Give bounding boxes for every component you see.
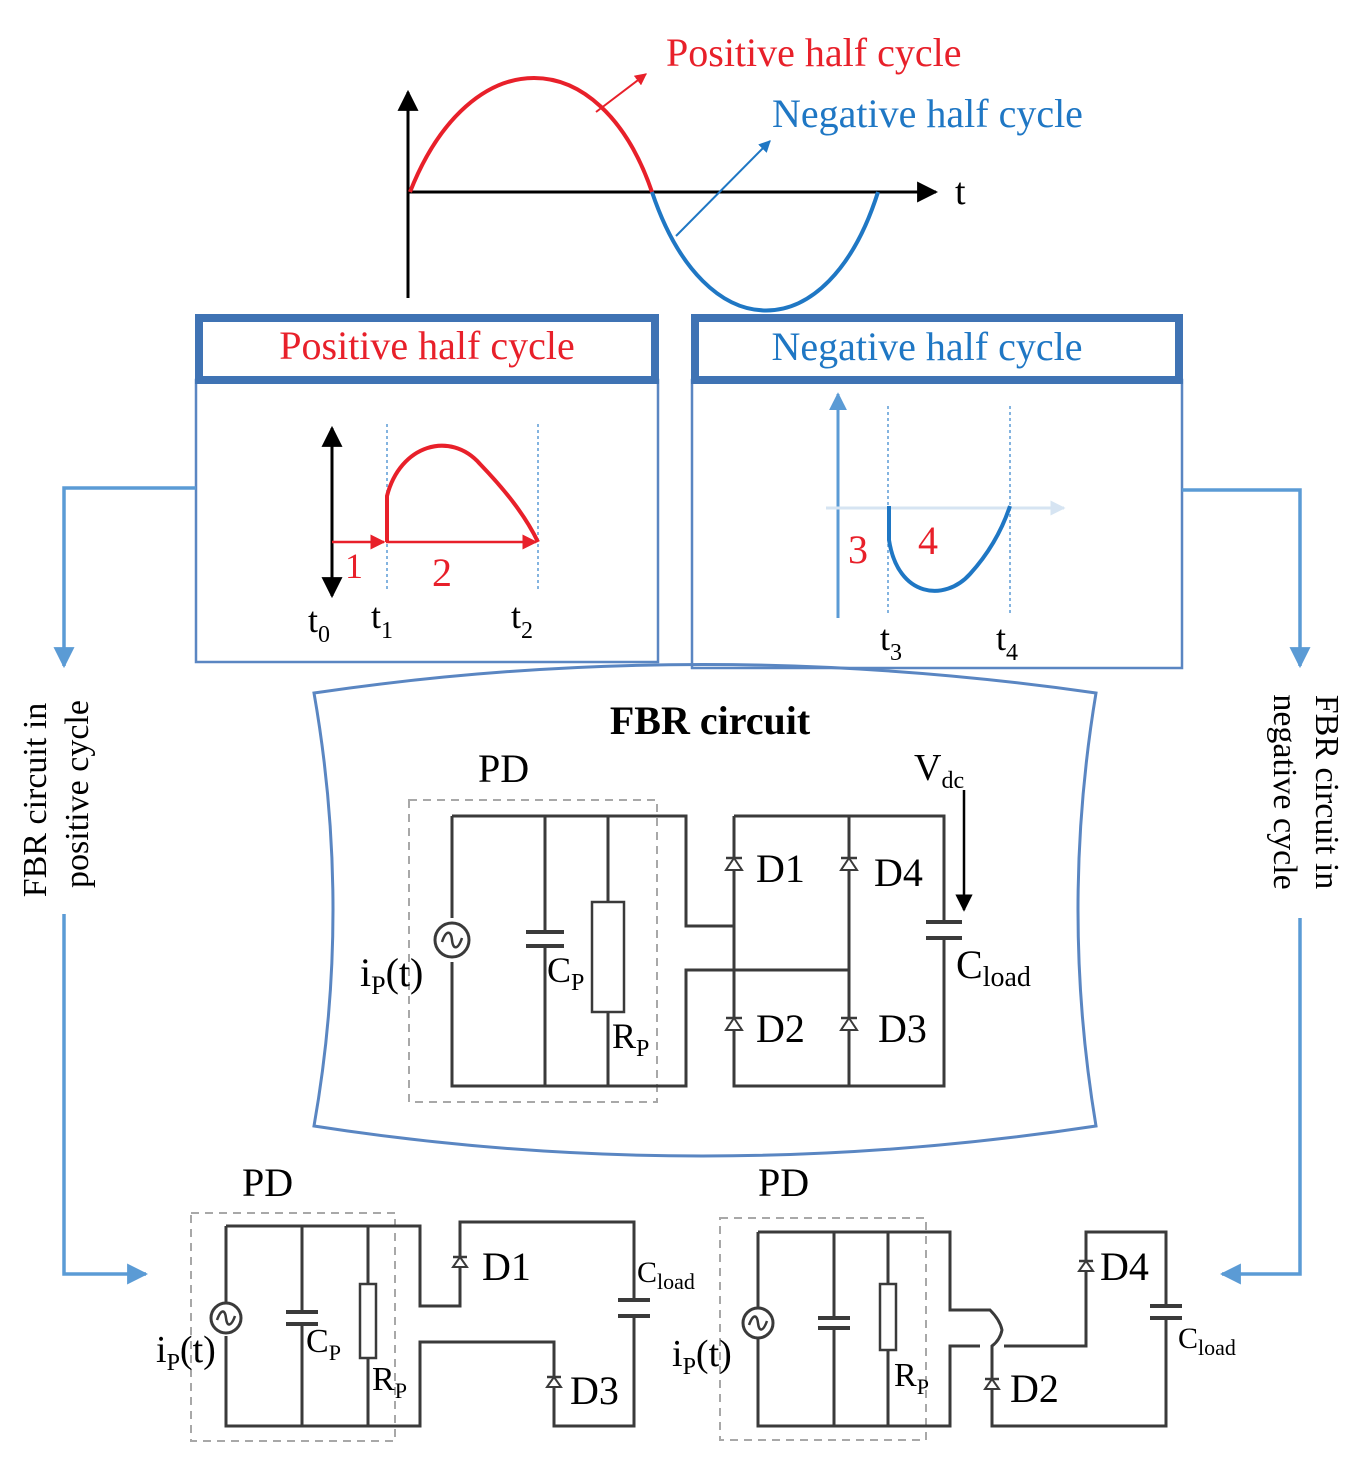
positive-callout-arrow [595,73,647,113]
fbr-pd-box [408,799,658,1103]
fbr-rp-label: RP [612,1016,649,1062]
positive-half-wave [408,76,654,193]
pos-wires [224,1220,636,1428]
negative-panel: Negative half cycle 3 4 t3 t4 [690,314,1184,670]
neg-diode-d4-icon [1077,1259,1095,1272]
neg-d2-label: D2 [1010,1366,1059,1411]
flow-arrow-right-bottom [1219,918,1302,1285]
neg-source-wave [747,1315,769,1331]
negative-panel-header [691,314,1183,384]
fbr-d2-label: D2 [756,1006,805,1051]
t1-label: t1 [371,596,393,644]
pos-cp-label: CP [306,1323,341,1365]
waveform-t-label: t [955,171,966,213]
fbr-cp-label: CP [547,950,584,996]
fbr-source-wave [440,931,464,949]
neg-rp-resistor [878,1282,898,1352]
fbr-rp-resistor [590,900,626,1014]
fbr-pd-label: PD [478,746,529,791]
neg-d4-label: D4 [1100,1244,1149,1289]
fbr-d3-label: D3 [878,1006,927,1051]
positive-panel-wave [385,443,540,543]
flow-arrows [53,486,1311,1285]
fbr-d1-label: D1 [756,846,805,891]
t3-label: t3 [880,618,902,666]
fbr-diode-d2-icon [724,1016,744,1031]
neg-rp-label: RP [894,1357,929,1399]
fbr-diode-d3-icon [839,1016,859,1031]
stage-1-label: 1 [345,546,363,586]
positive-panel: Positive half cycle 1 2 t0 t1 t2 [194,314,660,664]
right-side-label-2: negative cycle [1266,694,1303,889]
pos-diode-d3-icon [545,1375,563,1388]
negative-panel-wave [887,505,1012,593]
pos-rp-label: RP [372,1361,407,1403]
fbr-wires [450,814,946,1088]
stage-4-label: 4 [918,518,938,563]
negative-callout-label: Negative half cycle [772,91,1083,136]
waveform: t Positive half cycle Negative half cycl… [397,30,1083,313]
neg-source-label: iP(t) [672,1333,732,1380]
fbr-vdc-label: Vdc [914,747,964,794]
fbr-d4-label: D4 [874,850,923,895]
left-side-label-2: positive cycle [59,700,96,888]
fbr-title: FBR circuit [610,698,811,743]
side-labels: FBR circuit in positive cycle FBR circui… [17,694,1345,897]
left-side-label-1: FBR circuit in [17,703,54,898]
fbr-cload-label: Cload [956,942,1031,993]
neg-pd-label: PD [758,1160,809,1205]
fbr-source-label: iP(t) [360,950,423,1000]
neg-diode-d2-icon [983,1377,1001,1390]
positive-panel-body [194,378,660,664]
flow-arrow-right-top [1182,488,1311,669]
pos-d3-label: D3 [570,1368,619,1413]
fbr-diode-d1-icon [724,856,744,871]
pos-source-label: iP(t) [156,1329,216,1376]
stage-3-label: 3 [848,527,868,572]
pos-pd-box [190,1212,396,1442]
pos-diode-d1-icon [451,1255,469,1268]
positive-panel-title: Positive half cycle [279,323,574,368]
pos-pd-label: PD [242,1160,293,1205]
positive-callout-label: Positive half cycle [666,30,961,75]
fbr-frame [312,663,1098,1158]
t2-label: t2 [511,596,533,644]
negative-panel-title: Negative half cycle [772,324,1083,369]
pos-source-wave [215,1310,237,1326]
neg-cload-label: Cload [1178,1322,1236,1360]
t0-label: t0 [308,600,330,648]
stage-2-label: 2 [432,550,452,595]
pos-cload-label: Cload [637,1256,695,1294]
positive-cycle-circuit: PD iP(t) CP RP Cload D1 D3 [156,1160,695,1442]
flow-arrow-left-top [53,486,196,669]
neg-pd-box [719,1217,927,1441]
fbr-circuit: FBR circuit PD iP(t) CP RP Vdc Cload D1 … [312,663,1098,1158]
negative-callout-arrow [675,140,771,237]
negative-cycle-circuit: PD iP(t) RP Cload D4 D2 [672,1160,1236,1441]
negative-half-wave [650,191,880,313]
right-side-label-1: FBR circuit in [1308,695,1345,890]
pos-d1-label: D1 [482,1244,531,1289]
fbr-diode-d4-icon [839,856,859,871]
positive-panel-header [195,314,659,384]
pos-rp-resistor [358,1282,378,1360]
flow-arrow-left-bottom [62,914,149,1285]
t4-label: t4 [996,618,1018,666]
